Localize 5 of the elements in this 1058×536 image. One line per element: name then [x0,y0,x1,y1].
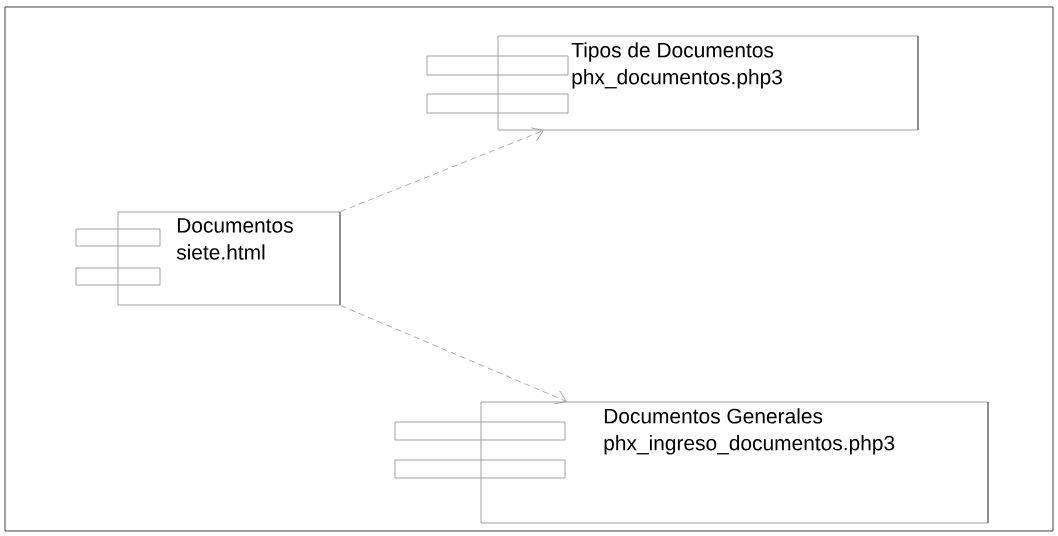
component-box: Documentos siete.html [75,211,341,306]
dependency-arrow [340,127,544,212]
component-box: Tipos de Documentos phx_documentos.php3 [426,35,919,131]
component-box: Documentos Generales phx_ingreso_documentos.php3 [394,401,989,524]
dependency-arrow [340,305,567,405]
